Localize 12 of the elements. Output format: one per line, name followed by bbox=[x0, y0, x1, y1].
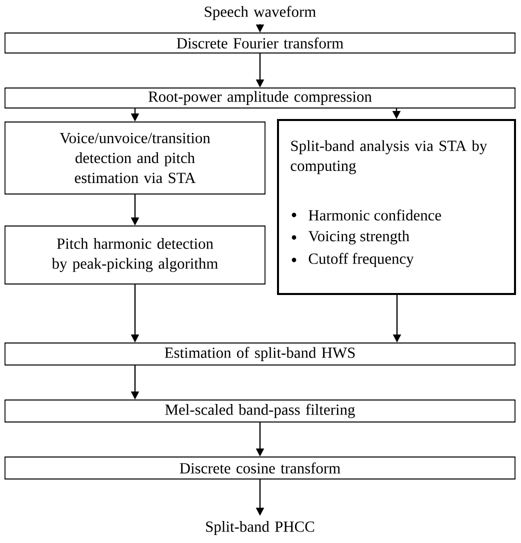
terminal-label: Split-band PHCC bbox=[206, 521, 314, 535]
process-box: Voice/unvoice/transition detection and pitch estimation via STA bbox=[4, 122, 266, 194]
terminal-label: Speech waveform bbox=[204, 6, 316, 20]
process-box: Root-power amplitude compression bbox=[4, 88, 516, 108]
process-box: Mel-scaled band-pass filtering bbox=[4, 400, 516, 422]
process-box: Discrete cosine transform bbox=[4, 456, 516, 480]
process-box: Pitch harmonic detection by peak-picking algorithm bbox=[4, 226, 266, 284]
process-box: Estimation of split-band HWS bbox=[4, 342, 516, 366]
list-item: Cutoff frequency bbox=[308, 252, 414, 268]
list-item: Harmonic confidence bbox=[308, 209, 442, 221]
list-item: Voicing strength bbox=[308, 230, 410, 245]
process-box: Discrete Fourier transform bbox=[4, 32, 516, 54]
